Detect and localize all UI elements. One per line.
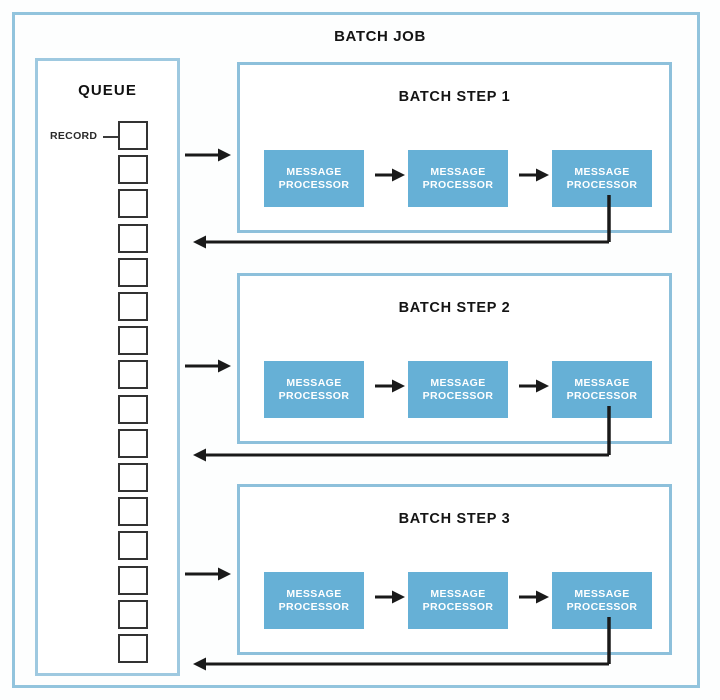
message-processor-line1: MESSAGE [430,376,486,389]
message-processor-line2: PROCESSOR [278,389,350,402]
message-processor-line1: MESSAGE [574,587,630,600]
message-processor-line2: PROCESSOR [422,178,494,191]
batch-step-title-3: BATCH STEP 3 [398,511,511,527]
message-processor-line1: MESSAGE [430,165,486,178]
queue-record-box [118,428,148,458]
queue-record-box [118,599,148,629]
queue-record-box [118,155,148,185]
message-processor-line1: MESSAGE [574,165,630,178]
message-processor-line2: PROCESSOR [422,600,494,613]
queue-record-box [118,257,148,287]
queue-record-box [118,292,148,321]
queue-record-box [118,394,148,424]
batch-job-frame [12,12,700,688]
message-processor-line2: PROCESSOR [566,389,638,402]
message-processor-line1: MESSAGE [286,587,342,600]
queue-panel [35,58,180,676]
batch-step-title-2: BATCH STEP 2 [398,300,511,316]
message-processor-line2: PROCESSOR [278,178,350,191]
batch-step-title-1: BATCH STEP 1 [398,89,511,105]
batch-job-title: BATCH JOB [334,28,426,45]
record-label: RECORD [50,130,98,142]
queue-record-box [118,189,148,219]
message-processor-line1: MESSAGE [286,165,342,178]
queue-record-box [118,360,148,390]
queue-title: QUEUE [78,82,137,99]
queue-record-box [118,634,148,663]
message-processor-line2: PROCESSOR [566,600,638,613]
queue-record-box [118,326,148,356]
message-processor-line1: MESSAGE [286,376,342,389]
queue-record-box [118,497,148,527]
queue-record-box [118,531,148,561]
queue-record-box [118,223,148,253]
message-processor-line1: MESSAGE [430,587,486,600]
message-processor-line1: MESSAGE [574,376,630,389]
queue-record-box [118,565,148,595]
message-processor-line2: PROCESSOR [278,600,350,613]
queue-record-box [118,463,148,492]
message-processor-line2: PROCESSOR [422,389,494,402]
record-leader-line [103,136,118,138]
queue-record-box [118,121,148,150]
message-processor-line2: PROCESSOR [566,178,638,191]
